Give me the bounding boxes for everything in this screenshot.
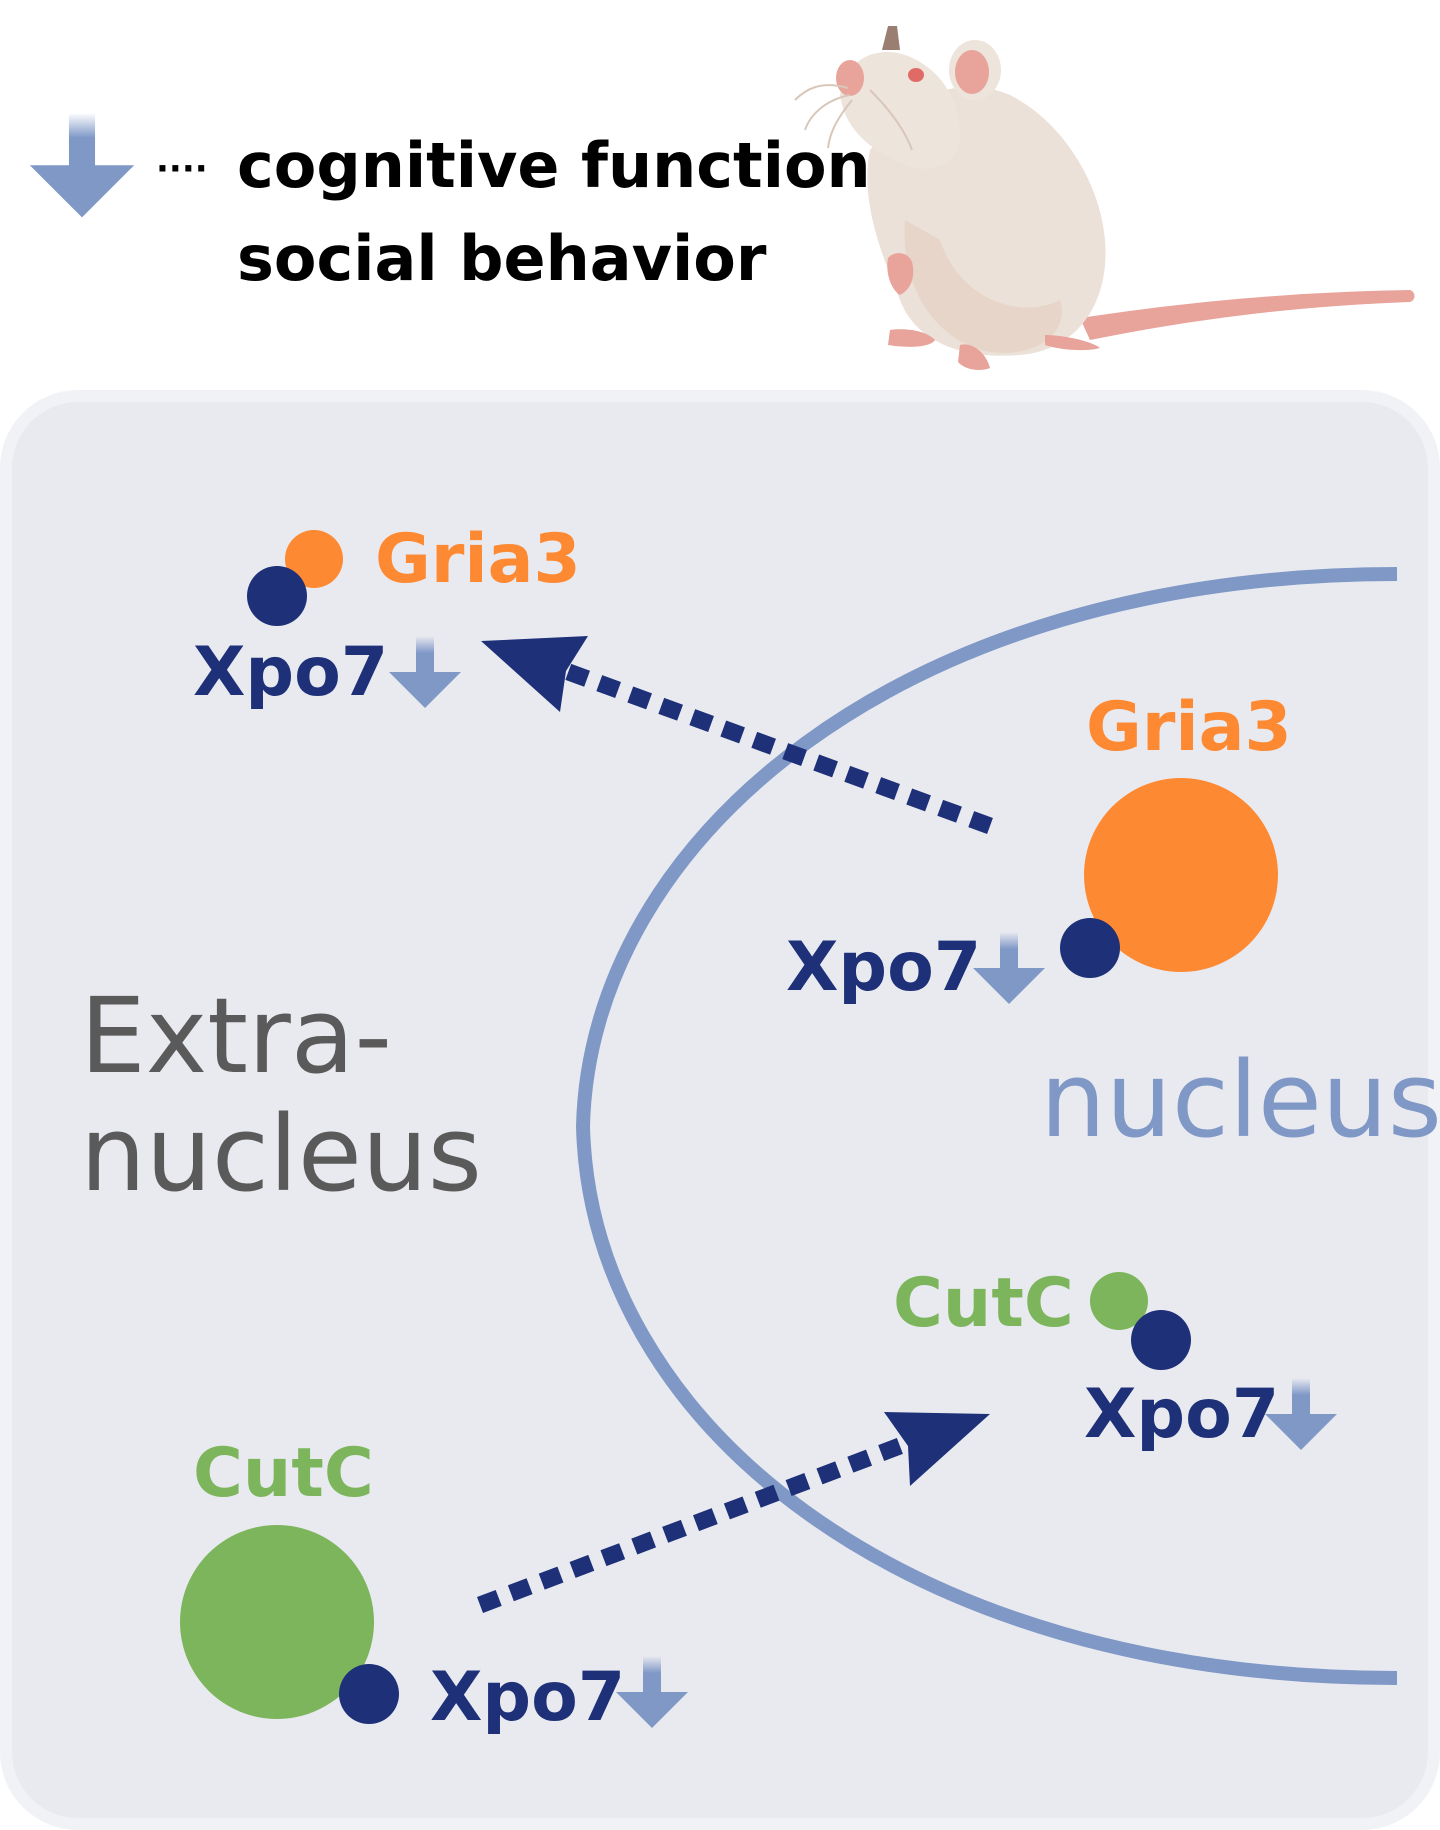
nucleus-label: nucleus [1040,1039,1440,1161]
xpo7-dot [247,566,307,626]
xpo7-label: Xpo7 [786,928,981,1007]
xpo7-dot [1060,918,1120,978]
gria3-nuclear-complex: Gria3 Xpo7 [786,688,1292,1007]
legend: ···· cognitive function social behavior [29,113,871,295]
nuclear-membrane [575,567,1398,1685]
legend-separator: ···· [156,149,208,189]
xpo7-label: Xpo7 [430,1658,625,1737]
down-arrow-icon [29,113,135,218]
gria3-circle [1084,778,1278,972]
legend-line-social: social behavior [237,222,767,295]
gria3-dot [285,530,343,588]
xpo7-label: Xpo7 [1084,1375,1279,1454]
cutc-dot [1090,1272,1148,1330]
cutc-label: CutC [893,1264,1074,1343]
xpo7-label: Xpo7 [193,633,388,712]
xpo7-dot [1131,1310,1191,1370]
extranucleus-label-line2: nucleus [80,1093,482,1215]
xpo7-dot [339,1664,399,1724]
gria3-extranuclear-complex: Gria3 Xpo7 [193,520,581,712]
import-arrow [476,1412,990,1613]
import-arrowhead [884,1412,990,1486]
cell-panel [0,390,1440,1830]
cutc-extranuclear-complex: CutC Xpo7 [180,1434,688,1737]
cutc-circle [180,1525,374,1719]
rat-illustration [794,26,1415,370]
gria3-label: Gria3 [1086,688,1292,767]
extranucleus-label-line1: Extra- [80,975,392,1097]
cutc-label: CutC [193,1434,374,1513]
export-arrowhead [481,636,588,712]
cutc-nuclear-complex: CutC Xpo7 [893,1264,1337,1454]
gria3-label: Gria3 [375,520,581,599]
export-arrow [481,636,993,834]
legend-line-cognitive: cognitive function [237,129,871,202]
